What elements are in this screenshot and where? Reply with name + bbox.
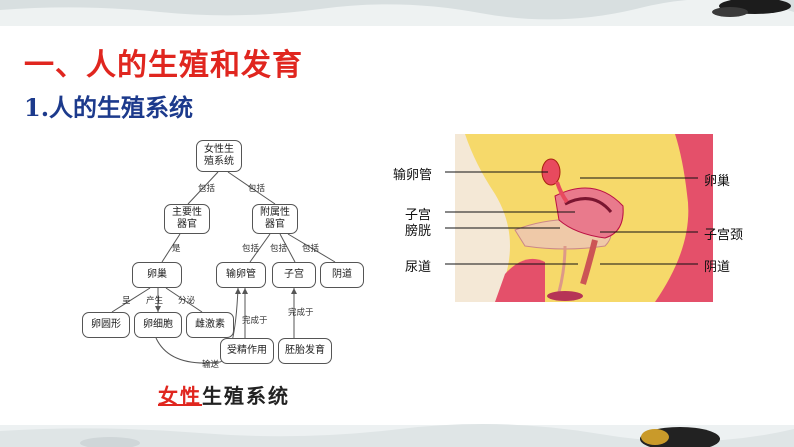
edge-label-include-right: 包括 xyxy=(248,184,266,194)
slide-subtitle: 1.人的生殖系统 xyxy=(24,93,194,122)
edge-label-presents: 呈 xyxy=(122,296,131,306)
diagram-caption: 女性生殖系统 xyxy=(158,380,290,409)
node-vagina: 阴道 xyxy=(320,262,364,288)
node-egg-shape: 卵圆形 xyxy=(82,312,130,338)
concept-map-connectors xyxy=(111,171,336,364)
node-accessory-organ: 附属性器官 xyxy=(252,204,298,234)
female-reproductive-concept-map: 女性生殖系统 主要性器官 附属性器官 卵巢 输卵管 子宫 阴道 卵圆形 卵细胞 … xyxy=(70,136,380,376)
edge-label-include-c: 包括 xyxy=(302,244,320,254)
edge-label-transports: 输送 xyxy=(202,360,220,370)
node-estrogen: 雌激素 xyxy=(186,312,234,338)
node-oviduct: 输卵管 xyxy=(216,262,266,288)
caption-rest: 生殖系统 xyxy=(202,384,290,408)
edge-label-completed-in-1: 完成于 xyxy=(242,316,268,326)
label-bladder: 膀胱 xyxy=(405,224,432,239)
label-oviduct: 输卵管 xyxy=(393,168,433,183)
bottom-decor-strip xyxy=(0,424,794,447)
edge-label-secretes: 分泌 xyxy=(178,296,196,306)
edge-label-include-left: 包括 xyxy=(198,184,216,194)
edge-label-is: 是 xyxy=(172,244,181,254)
edge-label-include-a: 包括 xyxy=(242,244,260,254)
node-ovary: 卵巢 xyxy=(132,262,182,288)
label-cervix: 子宫颈 xyxy=(704,228,744,243)
caption-highlight: 女性 xyxy=(158,384,202,408)
slide-title: 一、人的生殖和发育 xyxy=(24,48,303,83)
node-fertilization: 受精作用 xyxy=(220,338,274,364)
node-root: 女性生殖系统 xyxy=(196,140,242,172)
label-ovary: 卵巢 xyxy=(704,174,731,189)
anatomy-illustration xyxy=(455,134,713,302)
label-urethra: 尿道 xyxy=(405,260,432,275)
edge-label-include-b: 包括 xyxy=(270,244,288,254)
node-egg-cell: 卵细胞 xyxy=(134,312,182,338)
label-vagina: 阴道 xyxy=(704,260,731,275)
edge-label-completed-in-2: 完成于 xyxy=(288,308,314,318)
top-decor-strip xyxy=(0,0,794,26)
edge-label-produces: 产生 xyxy=(146,296,164,306)
node-uterus: 子宫 xyxy=(272,262,316,288)
node-primary-organ: 主要性器官 xyxy=(164,204,210,234)
label-uterus: 子宫 xyxy=(405,208,432,223)
node-embryo-development: 胚胎发育 xyxy=(278,338,332,364)
